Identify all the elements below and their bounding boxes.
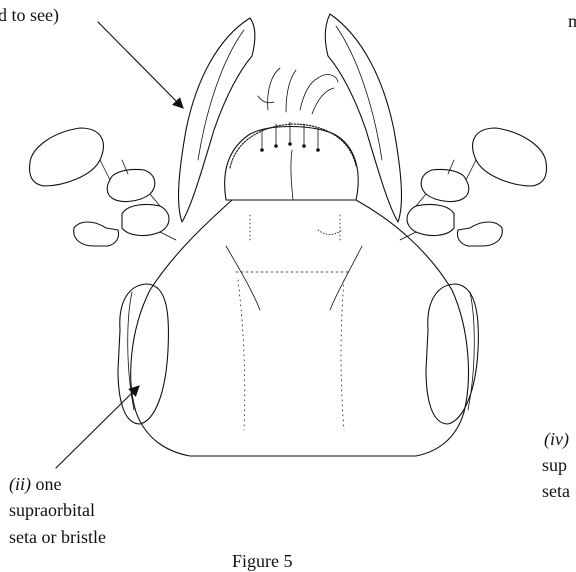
head-capsule (131, 200, 469, 456)
left-antenna (30, 128, 176, 246)
left-label-line-3: seta or bristle (9, 526, 106, 548)
mouthparts (258, 68, 338, 114)
arrow-bottom-left (56, 386, 139, 468)
left-label-line-1: (ii) one (9, 473, 62, 495)
right-compound-eye (426, 284, 478, 424)
left-mandible (179, 18, 255, 222)
top-left-label: d to see) (0, 4, 59, 26)
top-right-label-fragment: m (568, 10, 576, 32)
labrum (225, 122, 359, 200)
left-label-word: one (36, 474, 62, 494)
right-label-numeral: (iv) (544, 428, 569, 450)
right-mandible (325, 14, 401, 222)
right-label-line-3: seta (542, 480, 570, 502)
left-label-numeral: (ii) (9, 474, 31, 494)
right-label-line-2: sup (542, 454, 567, 476)
right-antenna (400, 128, 546, 246)
arrow-top-left (98, 22, 183, 108)
figure-caption: Figure 5 (232, 550, 293, 572)
left-label-line-2: supraorbital (9, 499, 95, 521)
